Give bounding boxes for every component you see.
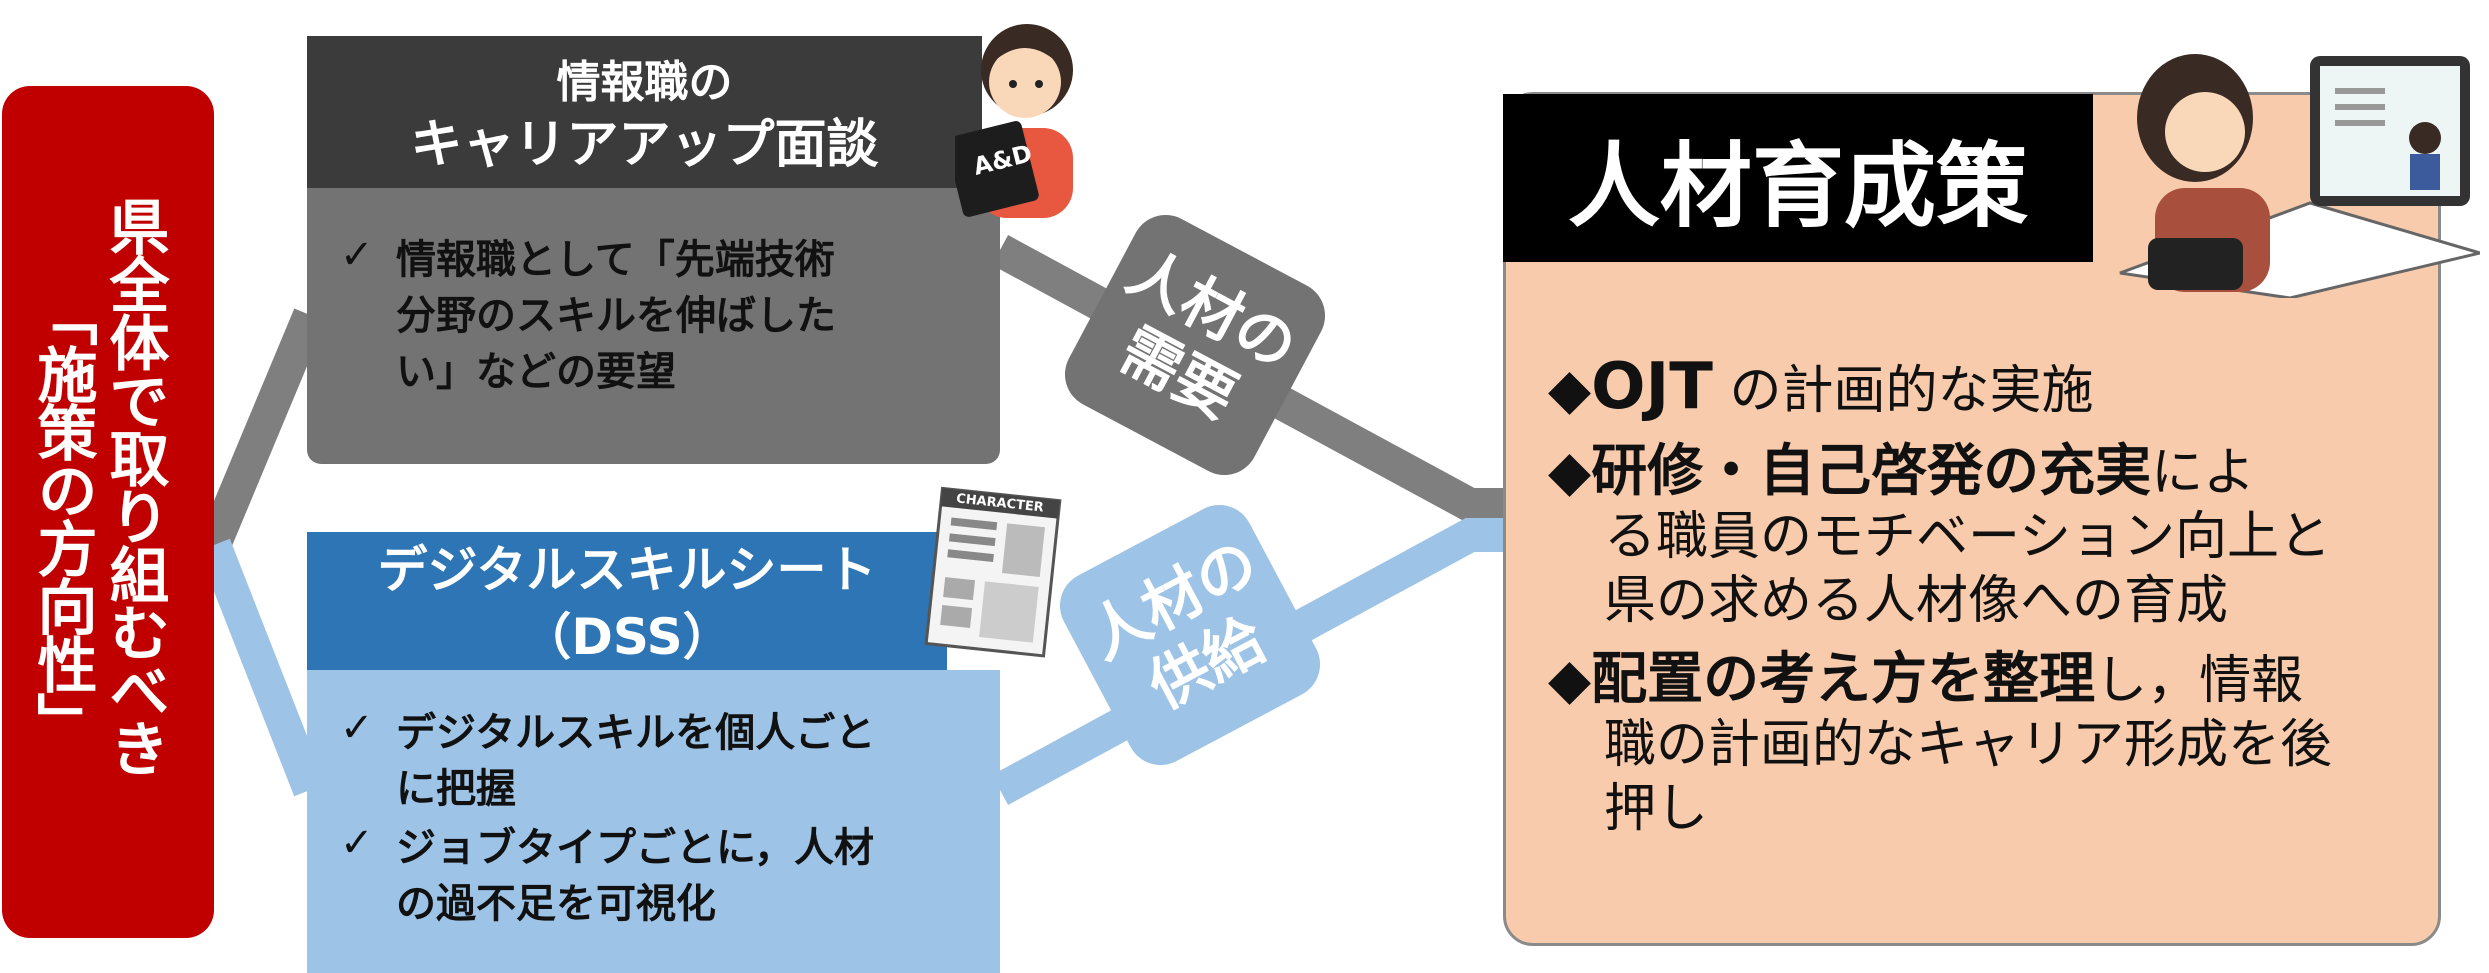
interview-title-line1: 情報職の: [556, 57, 733, 108]
character-sheet-illustration: CHARACTER: [922, 486, 1062, 658]
document-icon: [924, 486, 1062, 658]
policy-line1: 県全体で取り組むべき: [99, 196, 169, 776]
measure-item-bold: 研修・自己啓発の充実: [1591, 439, 2152, 504]
dss-bullet-line: ジョブタイプごとに，人材: [396, 825, 874, 871]
measures-title: 人材育成策: [1567, 133, 2028, 240]
check-icon: ✓: [340, 232, 374, 278]
measure-item-training: ◆研修・自己啓発の充実によ る職員のモチベーション向上と 県の求める人材像への育…: [1548, 440, 2428, 633]
online-learning-illustration: [2110, 48, 2486, 300]
dss-bullet-line: に把握: [396, 766, 516, 812]
interview-bullet-line: い」などの要望: [396, 349, 676, 395]
measure-item-placement: ◆配置の考え方を整理し，情報 職の計画的なキャリア形成を後 押し: [1548, 648, 2428, 841]
interview-title-line2: キャリアアップ面談: [410, 115, 879, 175]
measure-item-continuation: る職員のモチベーション向上と: [1604, 507, 2331, 567]
demand-badge: [1064, 214, 1326, 476]
dss-title-line2: （DSS）: [521, 608, 733, 666]
interview-header: [307, 36, 982, 188]
measure-item-rest: によ: [2151, 443, 2256, 503]
measure-item-bold: OJT: [1591, 350, 1713, 424]
supply-badge: [1059, 504, 1321, 766]
measure-item-continuation: 押し: [1604, 779, 1709, 839]
measures-title-bar: [1503, 94, 2093, 262]
dss-body: [307, 670, 1000, 973]
diamond-bullet-icon: ◆: [1548, 357, 1592, 422]
measure-item-ojt: ◆OJT の計画的な実施: [1548, 355, 2428, 423]
check-icon: ✓: [340, 705, 374, 751]
dss-bullet-line: の過不足を可視化: [396, 881, 716, 927]
dss-bullet-line: デジタルスキルを個人ごと: [396, 710, 876, 756]
interview-bullet-line: 情報職として「先端技術: [396, 237, 835, 283]
interview-body: [307, 188, 1000, 464]
dss-header: [307, 532, 947, 670]
policy-box: [2, 86, 214, 938]
diamond-bullet-icon: ◆: [1548, 439, 1592, 504]
measure-item-continuation: 県の求める人材像への育成: [1604, 571, 2229, 631]
measure-item-rest: し，情報: [2095, 651, 2304, 711]
interview-bullet-line: 分野のスキルを伸ばした: [396, 293, 836, 339]
demand-connector: [198, 308, 326, 552]
person-icon: [945, 24, 1073, 218]
measure-item-rest: の計画的な実施: [1712, 361, 2094, 421]
policy-line2: 「施策の方向性」: [27, 286, 97, 750]
check-icon: ✓: [340, 820, 374, 866]
supply-connector: [198, 538, 326, 797]
measure-item-continuation: 職の計画的なキャリア形成を後: [1604, 715, 2333, 775]
person-with-clipboard-illustration: A&D: [945, 8, 1095, 218]
diamond-bullet-icon: ◆: [1548, 647, 1592, 712]
dss-title-line1: デジタルスキルシート: [377, 541, 877, 599]
tablet-learning-icon: [2119, 54, 2486, 300]
measure-item-bold: 配置の考え方を整理: [1591, 647, 2096, 712]
